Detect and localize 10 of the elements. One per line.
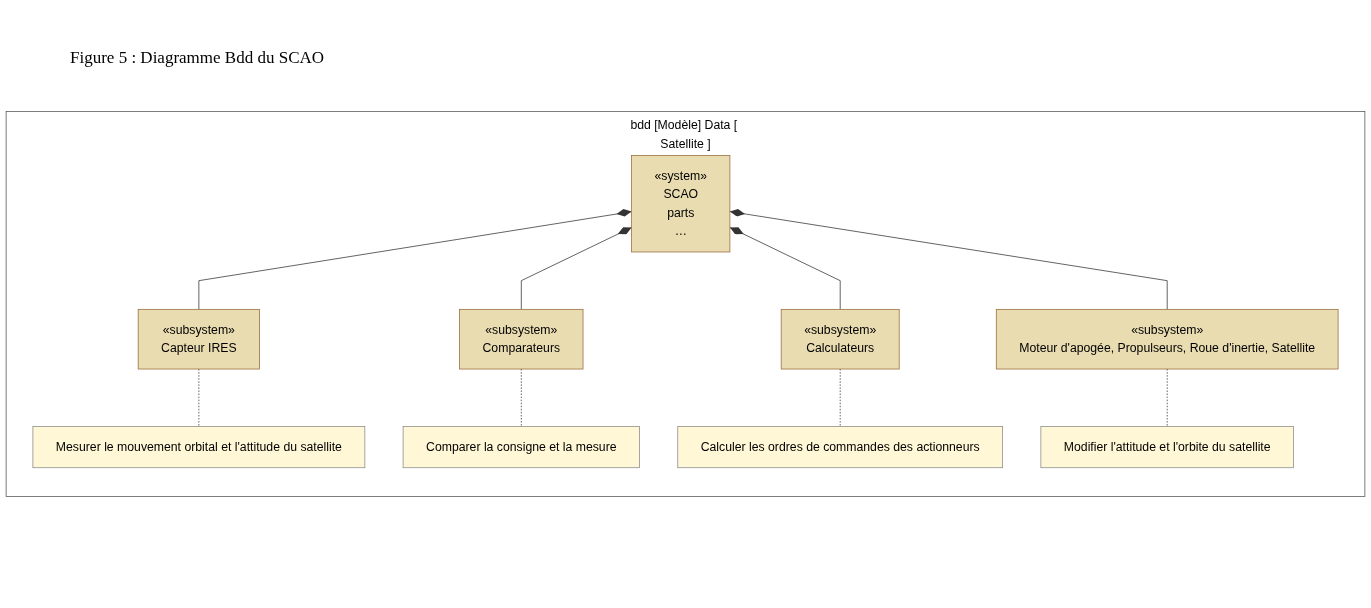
figure-title: Figure 5 : Diagramme Bdd du SCAO [70,48,325,68]
node-box: «subsystem» Capteur IRES [137,308,260,370]
node-box: «subsystem» Comparateurs [459,308,584,370]
node-box: Modifier l'attitude et l'orbite du satellite [1040,426,1294,469]
node-box: Comparer la consigne et la mesure [402,426,640,469]
node-box: «system» SCAO parts … [631,155,731,253]
node-box: Calculer les ordres de commandes des actionneurs [677,426,1003,469]
node-box: «subsystem» Calculateurs [780,308,900,370]
node-box: «subsystem» Moteur d'apogée, Propulseurs, Roue d'inertie, Satellite [995,308,1339,370]
node-box: Mesurer le mouvement orbital et l'attitude du satellite [32,426,366,469]
